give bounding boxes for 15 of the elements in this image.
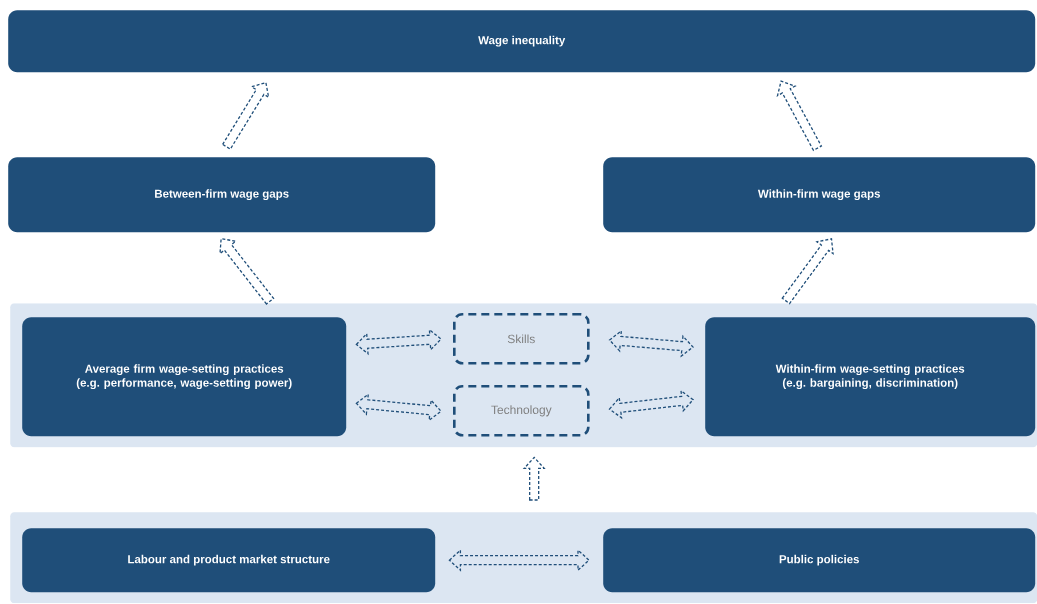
block-arrow [781, 238, 834, 305]
process-box: Average firm wage-setting practices (e.g. performance, wage-setting power) [22, 317, 347, 437]
block-arrow [522, 456, 546, 501]
block-arrow [219, 237, 275, 305]
block-arrow [448, 548, 590, 572]
process-box: Public policies [603, 528, 1036, 593]
block-arrow [355, 392, 443, 422]
process-box: Wage inequality [8, 10, 1036, 73]
process-box: Between-firm wage gaps [8, 157, 436, 233]
process-box: Labour and product market structure [22, 528, 436, 593]
process-box: Within-firm wage gaps [603, 157, 1036, 233]
dashed-box: Skills [453, 313, 590, 365]
dashed-box: Technology [453, 385, 590, 437]
process-box: Within-firm wage-setting practices (e.g. bargaining, discrimination) [705, 317, 1036, 437]
block-arrow [608, 329, 694, 358]
